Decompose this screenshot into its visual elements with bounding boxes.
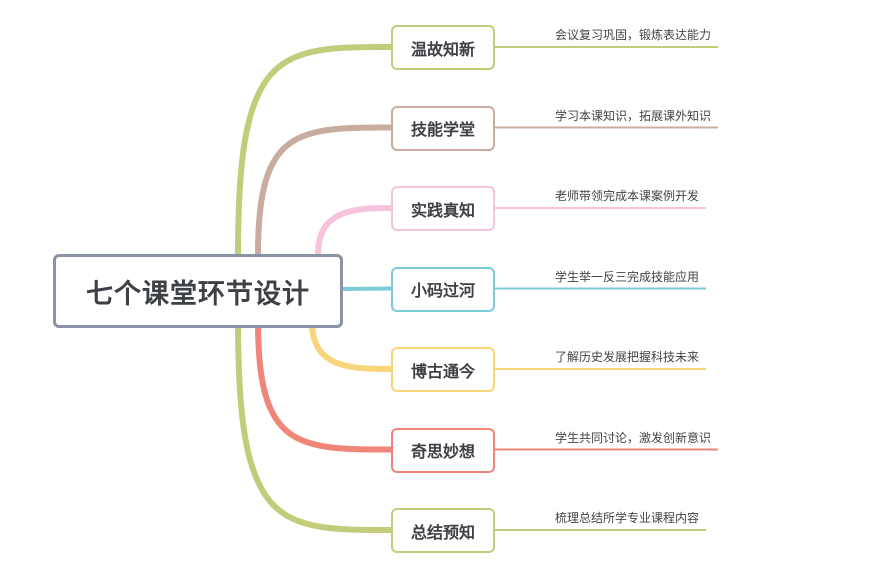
branch-topic[interactable]: 实践真知 xyxy=(391,186,495,231)
branch-topic[interactable]: 博古通今 xyxy=(391,347,495,392)
branch-link xyxy=(255,319,396,453)
branch-description[interactable]: 学生共同讨论，激发创新意识 xyxy=(555,430,712,445)
branch-topic[interactable]: 温故知新 xyxy=(391,25,495,70)
branch-topic[interactable]: 小码过河 xyxy=(391,266,495,312)
branch-link xyxy=(235,319,396,533)
branch-topic[interactable]: 奇思妙想 xyxy=(391,427,495,473)
branch-description[interactable]: 学习本课知识，拓展课外知识 xyxy=(555,108,712,123)
branch-topic[interactable]: 技能学堂 xyxy=(391,105,495,151)
branch-description[interactable]: 老师带领完成本课案例开发 xyxy=(555,189,700,203)
branch-link xyxy=(315,205,396,257)
branch-link xyxy=(309,319,396,372)
branch-description[interactable]: 梳理总结所学专业课程内容 xyxy=(555,511,700,525)
branch-link xyxy=(338,286,395,291)
branch-link xyxy=(255,124,396,257)
branch-link xyxy=(235,44,396,257)
branch-description[interactable]: 会议复习巩固，锻炼表达能力 xyxy=(555,28,712,42)
branch-description[interactable]: 学生举一反三完成技能应用 xyxy=(555,269,700,284)
central-topic[interactable]: 七个课堂环节设计 xyxy=(53,254,343,328)
branch-description[interactable]: 了解历史发展把握科技未来 xyxy=(555,350,700,364)
branch-topic[interactable]: 总结预知 xyxy=(391,508,495,553)
